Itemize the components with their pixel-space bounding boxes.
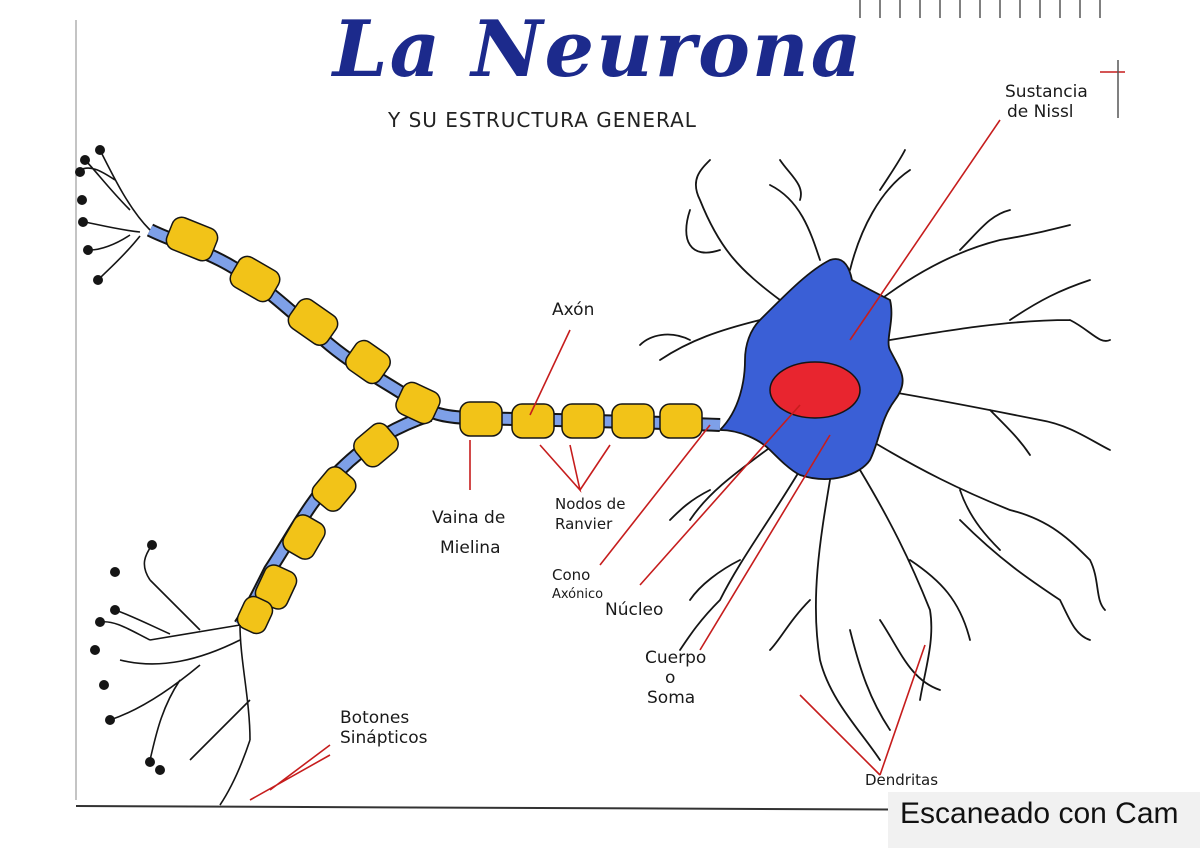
scanner-watermark-bg bbox=[888, 792, 1200, 848]
label-cono-line1: Cono bbox=[552, 566, 591, 584]
nucleus bbox=[769, 361, 861, 419]
lower-axon-terminals bbox=[99, 544, 251, 806]
page-subtitle: Y SU ESTRUCTURA GENERAL bbox=[388, 108, 697, 132]
label-cuerpo-line1: Cuerpo bbox=[645, 648, 707, 668]
page-edge-bottom bbox=[75, 805, 1001, 811]
label-vaina-line2: Mielina bbox=[440, 538, 501, 558]
label-vaina-line1: Vaina de bbox=[432, 508, 506, 528]
label-dendritas: Dendritas bbox=[865, 771, 939, 789]
label-cuerpo-line3: Soma bbox=[647, 688, 696, 708]
myelin-sheath bbox=[165, 216, 703, 635]
label-cono-axonico: Cono Axónico bbox=[552, 565, 603, 605]
label-axon: Axón bbox=[552, 300, 595, 320]
label-cuerpo-line2: o bbox=[665, 668, 676, 688]
label-cono-line2: Axónico bbox=[552, 587, 604, 602]
label-nodos-line1: Nodos de bbox=[555, 495, 626, 513]
dendrites bbox=[639, 149, 1111, 761]
page-title: La Neurona bbox=[332, 4, 864, 95]
label-nucleo: Núcleo bbox=[605, 600, 664, 620]
label-botones-line1: Botones bbox=[340, 708, 410, 728]
label-nodos-line2: Ranvier bbox=[555, 515, 613, 533]
lower-synaptic-buttons bbox=[90, 540, 165, 775]
label-botones-line2: Sinápticos bbox=[340, 728, 428, 748]
upper-synaptic-buttons bbox=[75, 145, 105, 285]
label-sustancia-line2: de Nissl bbox=[1007, 102, 1074, 122]
label-cuerpo-soma: Cuerpo o Soma bbox=[645, 648, 706, 708]
scanner-watermark: Escaneado con Cam bbox=[900, 797, 1179, 830]
label-nodos-ranvier: Nodos de Ranvier bbox=[555, 494, 625, 534]
label-sustancia-line1: Sustancia bbox=[1005, 82, 1088, 102]
label-botones-sinapticos: Botones Sinápticos bbox=[340, 708, 428, 748]
notebook-marks bbox=[859, 0, 1125, 118]
label-sustancia-nissl: Sustancia de Nissl bbox=[1005, 82, 1088, 122]
label-vaina-mielina: Vaina de Mielina bbox=[432, 508, 505, 558]
upper-axon-terminals bbox=[79, 149, 151, 279]
pointer-lines bbox=[249, 119, 1001, 801]
